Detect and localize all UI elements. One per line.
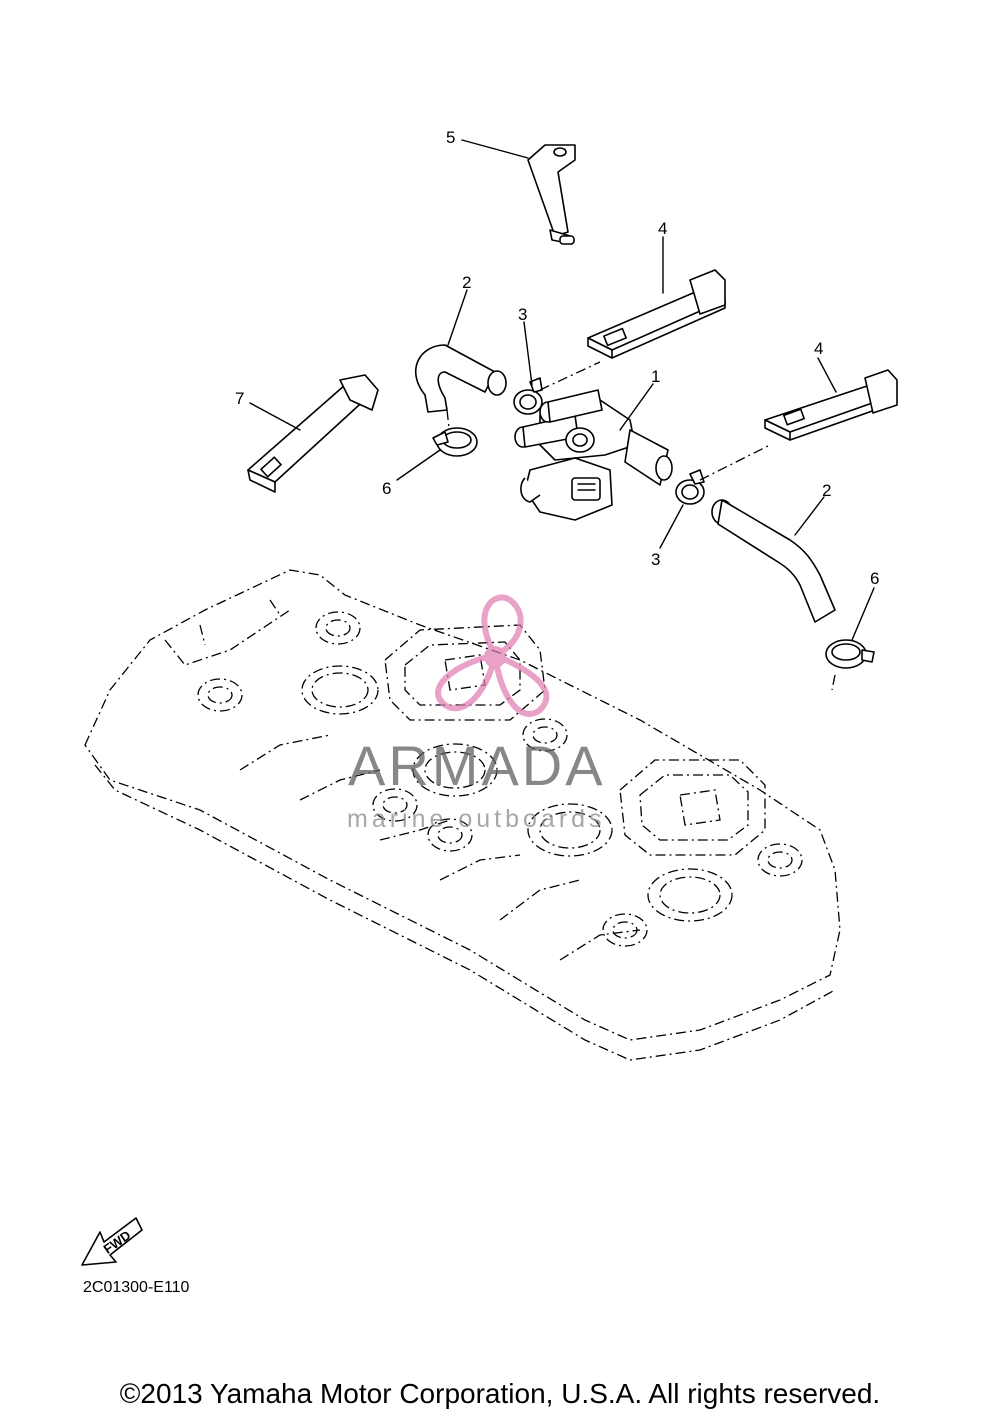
callout-2-right: 2 [822,481,831,500]
part-6-clamp-left [432,427,478,457]
part-7-cover [247,374,379,493]
cylinder-head-cover [84,569,841,1061]
part-2-hose-left [414,344,507,413]
callout-7: 7 [235,389,244,408]
watermark-brand: ARMADA [348,734,606,797]
part-4-cover-right [764,369,898,441]
callout-labels: 5 4 2 3 1 4 7 6 2 3 6 [235,128,879,588]
callout-5: 5 [446,128,455,147]
callout-3-upper: 3 [518,305,527,324]
diagram-code: 2C01300-E110 [83,1279,190,1296]
copyright-notice: ©2013 Yamaha Motor Corporation, U.S.A. A… [119,1378,881,1409]
propeller-logo-icon [435,594,550,717]
part-2-hose-right [711,499,836,623]
part-4-cover-upper [587,269,726,359]
part-6-clamp-right [825,639,875,669]
part-3-clamp-lower [675,469,705,505]
part-1-air-cut-valve [514,389,673,521]
callout-4-right: 4 [814,339,823,358]
callout-1: 1 [651,367,660,386]
fwd-arrow-icon: FWD [81,1217,143,1266]
connection-lines [446,361,836,691]
callout-4-upper: 4 [658,219,667,238]
part-3-clamp-upper [513,377,543,415]
leader-lines [249,139,875,641]
callout-6-left: 6 [382,479,391,498]
callout-6-right: 6 [870,569,879,588]
part-5-bracket [527,144,576,245]
armada-watermark: ARMADA marine outboards [347,594,606,833]
callout-2-left: 2 [462,273,471,292]
watermark-tagline: marine outboards [347,805,606,833]
callout-3-lower: 3 [651,550,660,569]
